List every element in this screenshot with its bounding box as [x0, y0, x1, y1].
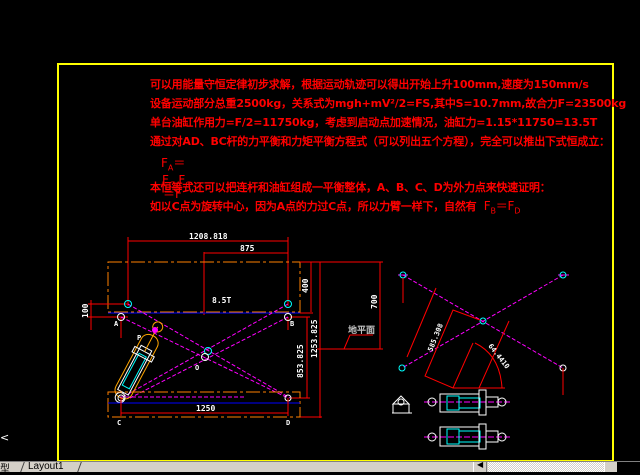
dim-585: 585.308	[426, 322, 444, 352]
horizontal-scrollbar-track[interactable]	[488, 462, 604, 472]
cad-drawing: 1208.818 875 8.5T 400 700 地平面 1	[81, 232, 569, 450]
cylinder-detail-1	[424, 389, 512, 416]
formula-fc-eq: ＝F	[163, 187, 182, 201]
mount-bracket	[391, 395, 412, 414]
note-line-1: 可以用能量守恒定律初步求解，根据运动轨迹可以得出开始上升100mm,速度为150…	[150, 78, 589, 91]
dim-1253: 1253.825	[310, 319, 319, 358]
svg-text:C: C	[117, 419, 121, 427]
linkage-geometry-drawing: 585.308 64.4410	[391, 271, 569, 450]
dim-700: 700	[370, 294, 379, 309]
dim-875: 875	[240, 244, 255, 253]
tab-layout1[interactable]: Layout1	[28, 461, 64, 472]
svg-text:D: D	[286, 419, 290, 427]
dim-400: 400	[301, 278, 310, 293]
layout-tab-bar: 型 Layout1 ◀	[0, 460, 640, 475]
load-label: 8.5T	[212, 296, 231, 305]
formula-fb-fd: FB＝FD	[483, 199, 521, 216]
svg-text:P: P	[137, 334, 141, 342]
arrow-left-icon: ◀	[477, 460, 484, 469]
ucs-icon: <	[0, 431, 10, 444]
note-line-5: 本恒等式还可以把连杆和油缸组成一平衡整体，A、B、C、D为外力点来快速证明：	[150, 181, 551, 194]
scroll-left-button[interactable]: ◀	[473, 460, 487, 472]
dim-1250: 1250	[196, 404, 215, 413]
formula-fa: FA＝	[161, 156, 186, 173]
platform-outline	[107, 261, 301, 313]
formula-fc: FC FC	[162, 173, 191, 190]
base-outline	[107, 391, 301, 418]
note-line-2: 设备运动部分总重2500kg，关系式为mgh+mV²/2=FS,其中S=10.7…	[150, 97, 627, 110]
dim-angle: 64.4410	[486, 342, 510, 370]
note-line-6: 如以C点为旋转中心，因为A点的力过C点，所以力臂一样下，自然有 FB＝FD	[150, 199, 521, 216]
cylinder-detail-2	[424, 423, 512, 450]
scissor-lift-drawing: 1208.818 875 8.5T 400 700 地平面 1	[81, 232, 383, 427]
dim-853: 853.825	[296, 344, 305, 378]
note-line-3: 单台油缸作用力=F/2=11750kg，考虑到启动点加速情况，油缸力=1.15*…	[150, 116, 598, 129]
svg-text:A: A	[114, 320, 119, 328]
svg-text:O: O	[195, 364, 199, 372]
dim-100: 100	[81, 303, 90, 318]
tab-model[interactable]: 型	[0, 464, 10, 475]
scrollbar-end	[617, 462, 640, 472]
hydraulic-cylinder	[114, 321, 164, 404]
ground-label: 地平面	[348, 324, 375, 336]
note-line-4: 通过对AD、BC杆的力平衡和力矩平衡方程式（可以列出五个方程），完全可以推出下式…	[150, 135, 610, 148]
svg-text:B: B	[290, 320, 294, 328]
drawing-canvas[interactable]: 可以用能量守恒定律初步求解，根据运动轨迹可以得出开始上升100mm,速度为150…	[0, 0, 640, 462]
dim-1208: 1208.818	[189, 232, 228, 241]
